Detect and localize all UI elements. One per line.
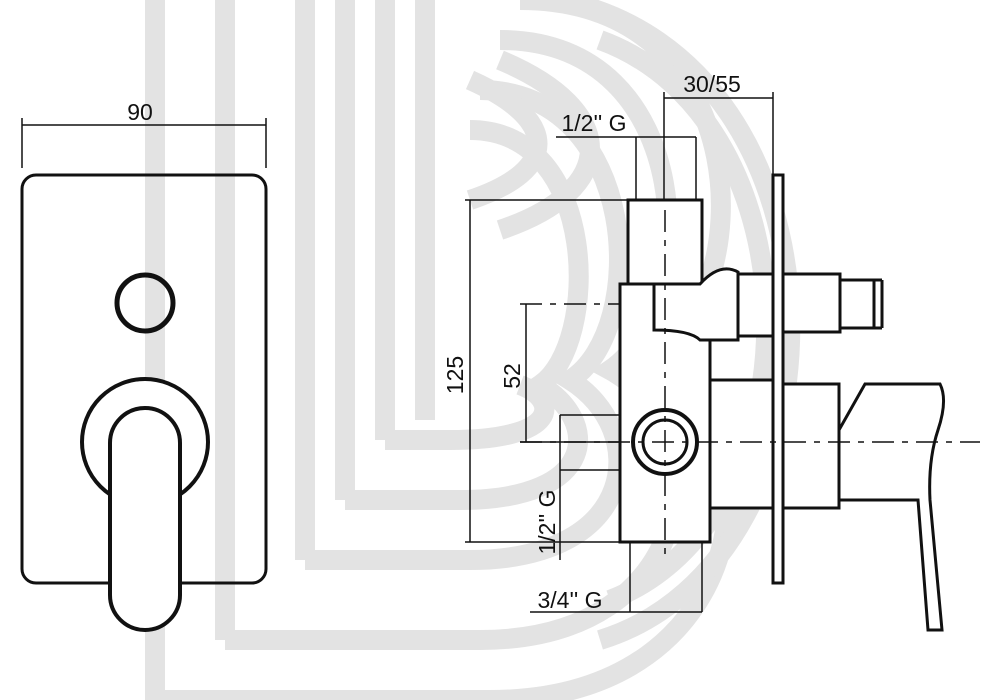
lever-handle (108, 406, 182, 632)
cartridge-housing (708, 378, 776, 510)
depth-dimension-label: 30/55 (683, 71, 741, 97)
diverter-stem-housing (652, 267, 740, 342)
diverter-button (114, 272, 176, 334)
center-spacing-label: 52 (499, 363, 525, 389)
handle-lever-side (837, 382, 945, 632)
top-inlet-thread-label: 1/2'' G (561, 110, 626, 136)
front-view (20, 118, 268, 632)
diverter-cap (838, 278, 876, 330)
bottom-outlet-thread-label: 3/4'' G (537, 587, 602, 613)
overall-height-label: 125 (442, 356, 468, 394)
width-dimension-label: 90 (127, 99, 153, 125)
diverter-collar (736, 272, 776, 338)
diverter-extension (780, 272, 842, 334)
side-outlet-thread-label: 1/2'' G (534, 489, 560, 554)
watermark-bowl (385, 375, 555, 450)
watermark-arc (465, 70, 548, 210)
cover-plate-side (771, 173, 785, 585)
watermark-arc (496, 50, 600, 240)
side-view (465, 92, 980, 632)
handle-base (781, 382, 841, 510)
